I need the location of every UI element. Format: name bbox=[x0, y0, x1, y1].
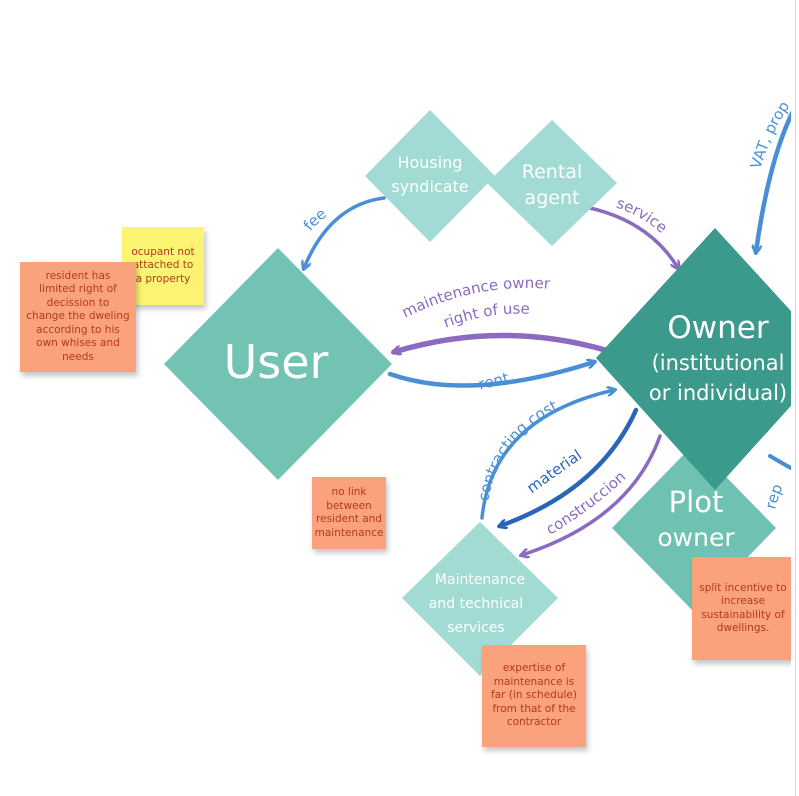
sticky-note-no-link: no link between resident and maintenance bbox=[312, 477, 386, 549]
fee-arrow bbox=[304, 196, 386, 268]
sticky-note-split-text: split incentive to increase sustainabili… bbox=[699, 581, 787, 635]
material-arrow bbox=[500, 407, 639, 526]
vat-label: VAT, prop bbox=[747, 98, 794, 171]
contracting-cost-arrow bbox=[480, 390, 614, 520]
rental-agent-node bbox=[487, 120, 617, 246]
owner-label-2: (institutional bbox=[652, 351, 785, 375]
rental-label-1: Rental bbox=[522, 161, 582, 183]
rental-label-2: agent bbox=[525, 187, 580, 209]
material-label: material bbox=[523, 446, 585, 497]
housing-label-2: syndicate bbox=[391, 177, 468, 196]
sticky-note-split-incentive: split incentive to increase sustainabili… bbox=[692, 557, 794, 660]
service-arrow bbox=[588, 206, 678, 268]
maintenance-node bbox=[402, 522, 558, 676]
user-node bbox=[164, 248, 392, 480]
sticky-note-expertise-text: expertise of maintenance is far (in sche… bbox=[491, 662, 577, 729]
owner-label-1: Owner bbox=[667, 310, 768, 346]
rep-label: rep bbox=[761, 481, 786, 511]
user-label: User bbox=[224, 335, 329, 389]
sticky-note-resident: resident has limited right of decission … bbox=[20, 262, 136, 372]
rent-arrow bbox=[387, 362, 594, 388]
right-border-line bbox=[795, 0, 796, 796]
housing-label-1: Housing bbox=[397, 153, 462, 172]
right-of-use-arrow bbox=[394, 332, 608, 352]
sticky-note-ocupant-text: ocupant not attached to a property bbox=[131, 245, 195, 285]
owner-label-3: or individual) bbox=[649, 381, 787, 405]
rent-label: rent bbox=[477, 369, 511, 394]
sticky-note-no-link-text: no link between resident and maintenance bbox=[314, 486, 384, 539]
sticky-note-resident-text: resident has limited right of decission … bbox=[26, 269, 130, 363]
maintenance-label-2: and technical bbox=[429, 596, 523, 612]
plot-label-1: Plot bbox=[669, 485, 724, 519]
housing-syndicate-node bbox=[365, 110, 495, 242]
owner-node bbox=[596, 228, 799, 490]
right-of-use-label: right of use bbox=[441, 300, 530, 332]
plot-label-2: owner bbox=[657, 523, 735, 552]
maintenance-label-3: services bbox=[447, 620, 504, 636]
construccion-arrow bbox=[522, 434, 662, 555]
maintenance-label-1: Maintenance bbox=[435, 572, 525, 588]
sticky-note-expertise: expertise of maintenance is far (in sche… bbox=[482, 645, 586, 747]
